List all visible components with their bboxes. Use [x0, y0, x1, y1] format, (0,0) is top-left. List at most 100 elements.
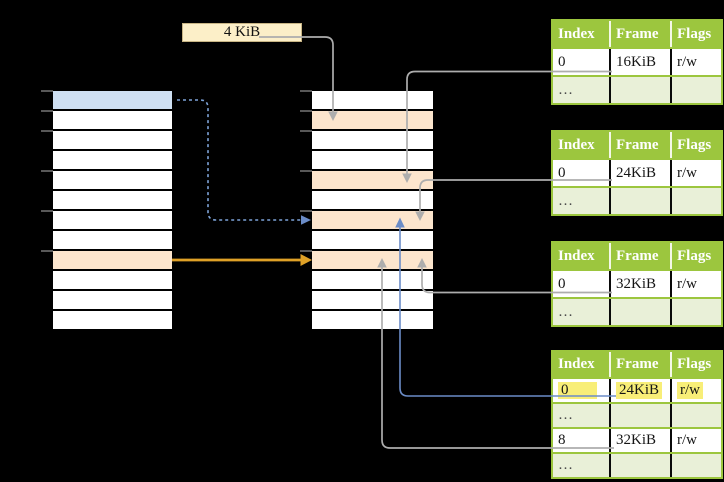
- page-table-4-row-0: 0 24KiB r/w: [553, 377, 721, 402]
- cell-index: 8: [553, 429, 609, 452]
- cell-value: r/w: [677, 53, 697, 70]
- cell-flags: [670, 454, 721, 477]
- cell-value: 8: [558, 432, 566, 448]
- cell-value: r/w: [677, 432, 697, 448]
- header-label: Flags: [677, 25, 712, 42]
- cell-value: 0: [558, 53, 566, 70]
- cell-flags: r/w: [670, 379, 721, 402]
- header-cell-frame: Frame: [609, 132, 670, 158]
- cell-value: 24KiB: [616, 164, 657, 181]
- cell-flags: r/w: [670, 271, 721, 297]
- cell-index: …: [553, 404, 609, 427]
- cell-flags: [670, 77, 721, 103]
- header-label: Flags: [677, 136, 712, 153]
- arrowhead-right-blue: [301, 215, 311, 225]
- cell-flags: r/w: [670, 160, 721, 186]
- cell-flags: [670, 404, 721, 427]
- arrowhead-right-orange: [300, 254, 312, 266]
- header-label: Frame: [616, 356, 659, 372]
- page-table-1: Index Frame Flags 0 16KiB r/w …: [551, 19, 723, 105]
- page-size-label: 4 KiB: [182, 23, 302, 42]
- cell-value: 0: [558, 164, 566, 181]
- physical-memory-row-8: [312, 251, 433, 271]
- header-cell-frame: Frame: [609, 243, 670, 269]
- virtual-memory-row-11: [53, 311, 172, 331]
- cell-frame: 32KiB: [609, 429, 670, 452]
- virtual-memory-row-9: [53, 271, 172, 291]
- cell-frame: [609, 188, 670, 214]
- cell-value: …: [558, 192, 573, 209]
- cell-frame: 24KiB: [609, 160, 670, 186]
- header-cell-flags: Flags: [670, 352, 721, 377]
- cell-frame: [609, 404, 670, 427]
- cell-frame: [609, 77, 670, 103]
- header-cell-flags: Flags: [670, 21, 721, 47]
- header-cell-flags: Flags: [670, 132, 721, 158]
- virtual-memory-row-3: [53, 151, 172, 171]
- page-table-3-row-1: …: [553, 297, 721, 325]
- virtual-memory-row-10: [53, 291, 172, 311]
- header-label: Index: [558, 25, 595, 42]
- physical-memory-row-4: [312, 171, 433, 191]
- cell-frame: [609, 454, 670, 477]
- physical-memory-row-6: [312, 211, 433, 231]
- physical-memory-table: [312, 89, 433, 331]
- virtual-memory-row-2: [53, 131, 172, 151]
- cell-flags: [670, 188, 721, 214]
- cell-index: 0: [553, 160, 609, 186]
- header-cell-index: Index: [553, 352, 609, 377]
- page-table-4-row-2: 8 32KiB r/w: [553, 427, 721, 452]
- page-table-4-header: Index Frame Flags: [553, 352, 721, 377]
- cell-index: …: [553, 188, 609, 214]
- cell-flags: [670, 299, 721, 325]
- physical-memory-row-1: [312, 111, 433, 131]
- header-label: Flags: [677, 247, 712, 264]
- header-cell-index: Index: [553, 243, 609, 269]
- header-label: Index: [558, 136, 595, 153]
- cell-value: 0: [558, 382, 597, 399]
- physical-memory-row-10: [312, 291, 433, 311]
- page-size-label-text: 4 KiB: [223, 24, 261, 40]
- cell-value: 0: [558, 275, 566, 292]
- page-table-4-row-1: …: [553, 402, 721, 427]
- virtual-memory-table: [53, 89, 172, 331]
- header-label: Frame: [616, 136, 659, 153]
- virtual-memory-row-7: [53, 231, 172, 251]
- virtual-blue-page-mapping: [177, 99, 301, 221]
- cell-index: 0: [553, 49, 609, 75]
- cell-value: 32KiB: [616, 432, 657, 448]
- cell-index: …: [553, 77, 609, 103]
- cell-value: …: [558, 407, 573, 423]
- header-cell-frame: Frame: [609, 21, 670, 47]
- cell-frame: [609, 299, 670, 325]
- virtual-memory-row-1: [53, 111, 172, 131]
- cell-value: 32KiB: [616, 275, 657, 292]
- physical-memory-row-11: [312, 311, 433, 331]
- physical-memory-row-3: [312, 151, 433, 171]
- header-label: Flags: [677, 356, 712, 372]
- physical-memory-row-5: [312, 191, 433, 211]
- cell-value: …: [558, 303, 573, 320]
- page-table-1-row-1: …: [553, 75, 721, 103]
- physical-memory-row-7: [312, 231, 433, 251]
- physical-memory-row-0: [312, 91, 433, 111]
- cell-value: r/w: [677, 382, 703, 399]
- header-cell-flags: Flags: [670, 243, 721, 269]
- cell-index: …: [553, 299, 609, 325]
- cell-frame: 24KiB: [609, 379, 670, 402]
- page-table-1-header: Index Frame Flags: [553, 21, 721, 47]
- cell-value: …: [558, 81, 573, 98]
- page-table-4-row-3: …: [553, 452, 721, 477]
- cell-frame: 16KiB: [609, 49, 670, 75]
- virtual-memory-row-4: [53, 171, 172, 191]
- cell-value: r/w: [677, 164, 697, 181]
- cell-frame: 32KiB: [609, 271, 670, 297]
- page-table-2: Index Frame Flags 0 24KiB r/w …: [551, 130, 723, 216]
- cell-index: 0: [553, 271, 609, 297]
- physical-memory-row-2: [312, 131, 433, 151]
- header-cell-index: Index: [553, 132, 609, 158]
- page-table-2-row-0: 0 24KiB r/w: [553, 158, 721, 186]
